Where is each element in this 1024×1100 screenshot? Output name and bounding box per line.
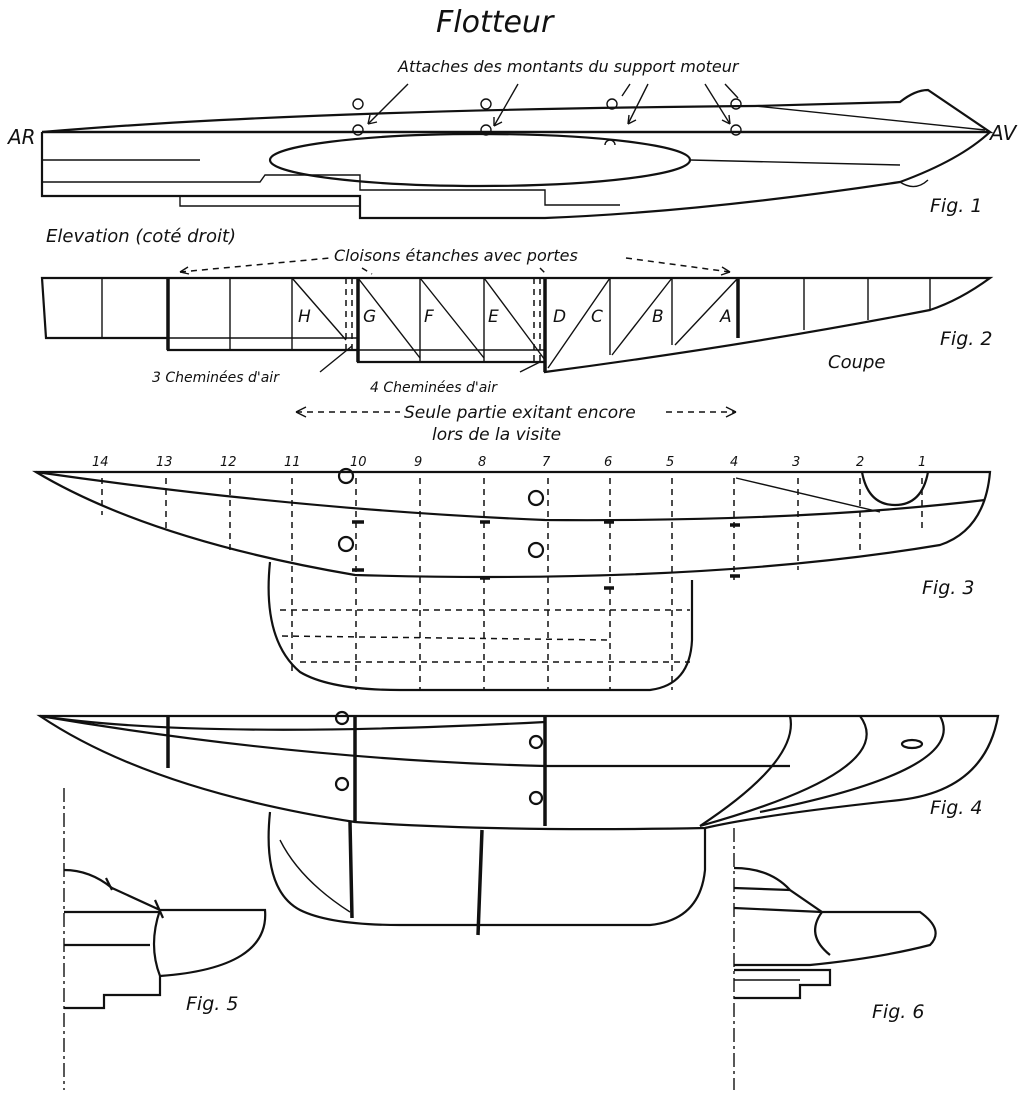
frame-2: 2 (856, 455, 864, 470)
compartment-c: C (591, 307, 603, 327)
fig3-hull (32, 467, 992, 692)
frame-6: 6 (604, 455, 612, 470)
frame-13: 13 (156, 455, 173, 470)
attach-arrows (367, 83, 739, 127)
fig5-label: Fig. 5 (186, 993, 238, 1015)
fig3-label: Fig. 3 (922, 577, 974, 599)
fig4-label: Fig. 4 (930, 797, 982, 819)
label-chem3: 3 Cheminées d'air (152, 370, 280, 386)
fig6-label: Fig. 6 (872, 1001, 924, 1023)
frame-7: 7 (542, 455, 551, 470)
label-chem4: 4 Cheminées d'air (370, 380, 498, 396)
fig2-label: Fig. 2 (940, 328, 992, 350)
label-cloisons: Cloisons étanches avec portes (334, 246, 578, 265)
extent-arrow (295, 406, 737, 418)
fig3-frames-labels: 14 13 12 11 10 9 8 7 6 5 4 3 2 1 (92, 455, 926, 470)
label-attaches: Attaches des montants du support moteur (397, 57, 740, 76)
label-elevation: Elevation (coté droit) (46, 226, 236, 247)
drawing-title: Flotteur (436, 5, 555, 40)
label-coupe: Coupe (828, 352, 886, 373)
frame-3: 3 (792, 455, 800, 470)
fig5-detail (63, 788, 267, 1090)
fig1-label: Fig. 1 (930, 195, 982, 217)
frame-12: 12 (220, 455, 237, 470)
frame-8: 8 (478, 455, 486, 470)
fig6-detail (733, 828, 937, 1090)
compartment-d: D (553, 307, 566, 327)
fig1-elevation (40, 88, 994, 220)
label-front: AV (988, 121, 1018, 145)
compartment-e: E (488, 307, 499, 327)
compartment-f: F (424, 307, 434, 327)
frame-10: 10 (350, 455, 367, 470)
label-seule2: lors de la visite (432, 425, 561, 445)
fig4-hull (36, 710, 1000, 936)
frame-1: 1 (918, 455, 926, 470)
fig2-section (40, 257, 994, 374)
frame-9: 9 (414, 455, 422, 470)
frame-14: 14 (92, 455, 109, 470)
compartment-h: H (298, 307, 311, 327)
label-rear: AR (6, 125, 36, 149)
compartment-g: G (363, 307, 376, 327)
frame-11: 11 (284, 455, 301, 470)
label-seule1: Seule partie exitant encore (404, 403, 636, 423)
fig2-compartments: H G F E D C B A (298, 307, 732, 327)
frame-5: 5 (666, 455, 674, 470)
frame-4: 4 (730, 455, 738, 470)
compartment-a: A (719, 307, 732, 327)
compartment-b: B (652, 307, 664, 327)
